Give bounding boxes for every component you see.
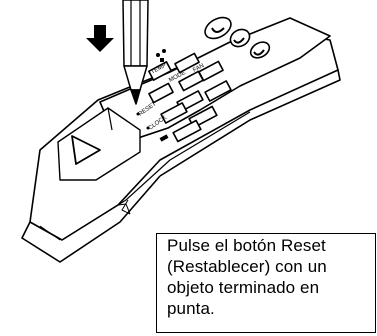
callout-line: Pulse el botón Reset [167, 236, 326, 255]
callout-line: punta. [167, 299, 215, 318]
remote-control [21, 16, 341, 263]
callout-line: (Restablecer) con un [167, 257, 327, 276]
pencil-icon [122, 0, 149, 105]
callout-line: objeto terminado en [167, 278, 320, 297]
down-arrow-icon [86, 25, 114, 52]
fan-label: FAN [192, 63, 205, 74]
remote-lid-lower-edge [21, 175, 161, 263]
remote-button-symbols [136, 49, 169, 142]
instruction-callout: Pulse el botón Reset (Restablecer) con u… [156, 233, 376, 333]
remote-lid-edge-2 [159, 69, 341, 177]
open-triangle-icon [71, 135, 101, 165]
